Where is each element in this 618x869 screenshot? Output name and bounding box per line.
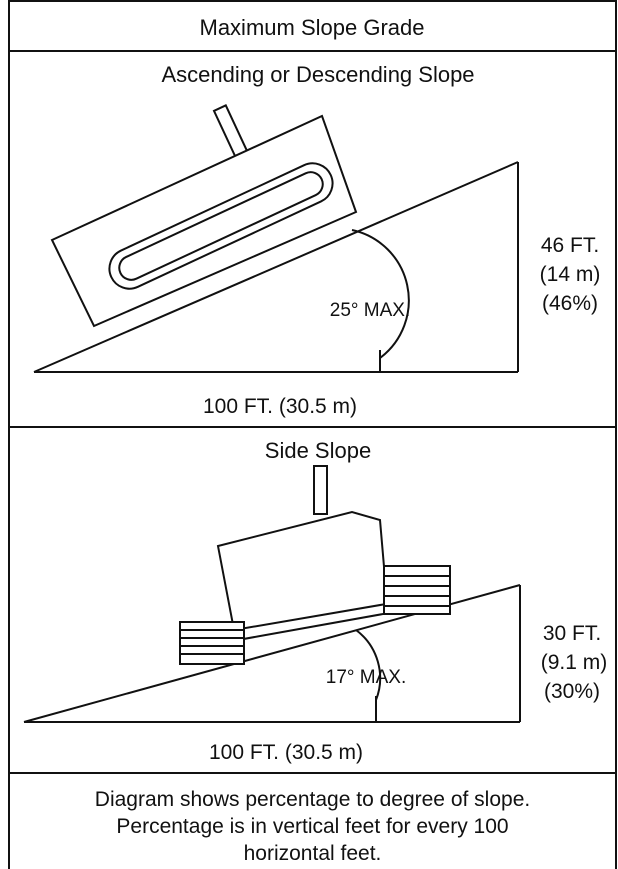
caption-divider bbox=[8, 772, 617, 774]
side-base-label: 100 FT. (30.5 m) bbox=[209, 741, 363, 764]
ascending-angle-indicator bbox=[351, 229, 410, 372]
diagram-frame bbox=[8, 0, 617, 869]
ascending-height-pct: (46%) bbox=[542, 292, 598, 315]
track-inner bbox=[118, 171, 324, 281]
title-divider bbox=[8, 50, 617, 52]
diagram-title: Maximum Slope Grade bbox=[200, 15, 425, 40]
ascending-base-label: 100 FT. (30.5 m) bbox=[203, 395, 357, 418]
side-frame-line bbox=[233, 603, 387, 631]
ascending-slope-triangle bbox=[33, 161, 519, 373]
caption-line-2: Percentage is in vertical feet for every… bbox=[116, 815, 509, 838]
caption-line-1: Diagram shows percentage to degree of sl… bbox=[94, 788, 531, 811]
ascending-heading: Ascending or Descending Slope bbox=[161, 62, 474, 87]
ascending-machine bbox=[50, 104, 358, 328]
left-track-stack bbox=[179, 621, 245, 665]
side-exhaust-stack bbox=[313, 465, 328, 515]
side-heading: Side Slope bbox=[265, 438, 371, 463]
side-angle-label: 17° MAX. bbox=[326, 667, 406, 688]
side-height-pct: (30%) bbox=[544, 680, 600, 703]
section-divider bbox=[8, 426, 617, 428]
caption: Diagram shows percentage to degree of sl… bbox=[10, 786, 615, 867]
side-height-ft: 30 FT. bbox=[543, 622, 601, 645]
exhaust-stack bbox=[212, 104, 249, 158]
caption-line-3: horizontal feet. bbox=[243, 842, 382, 865]
side-angle-indicator bbox=[355, 629, 382, 722]
ascending-height-m: (14 m) bbox=[540, 263, 601, 286]
side-machine bbox=[179, 465, 451, 665]
ascending-angle-label: 25° MAX. bbox=[330, 300, 410, 321]
side-height-m: (9.1 m) bbox=[541, 651, 608, 674]
ascending-height-ft: 46 FT. bbox=[541, 234, 599, 257]
right-track-stack bbox=[383, 565, 451, 615]
top-border bbox=[8, 0, 617, 2]
